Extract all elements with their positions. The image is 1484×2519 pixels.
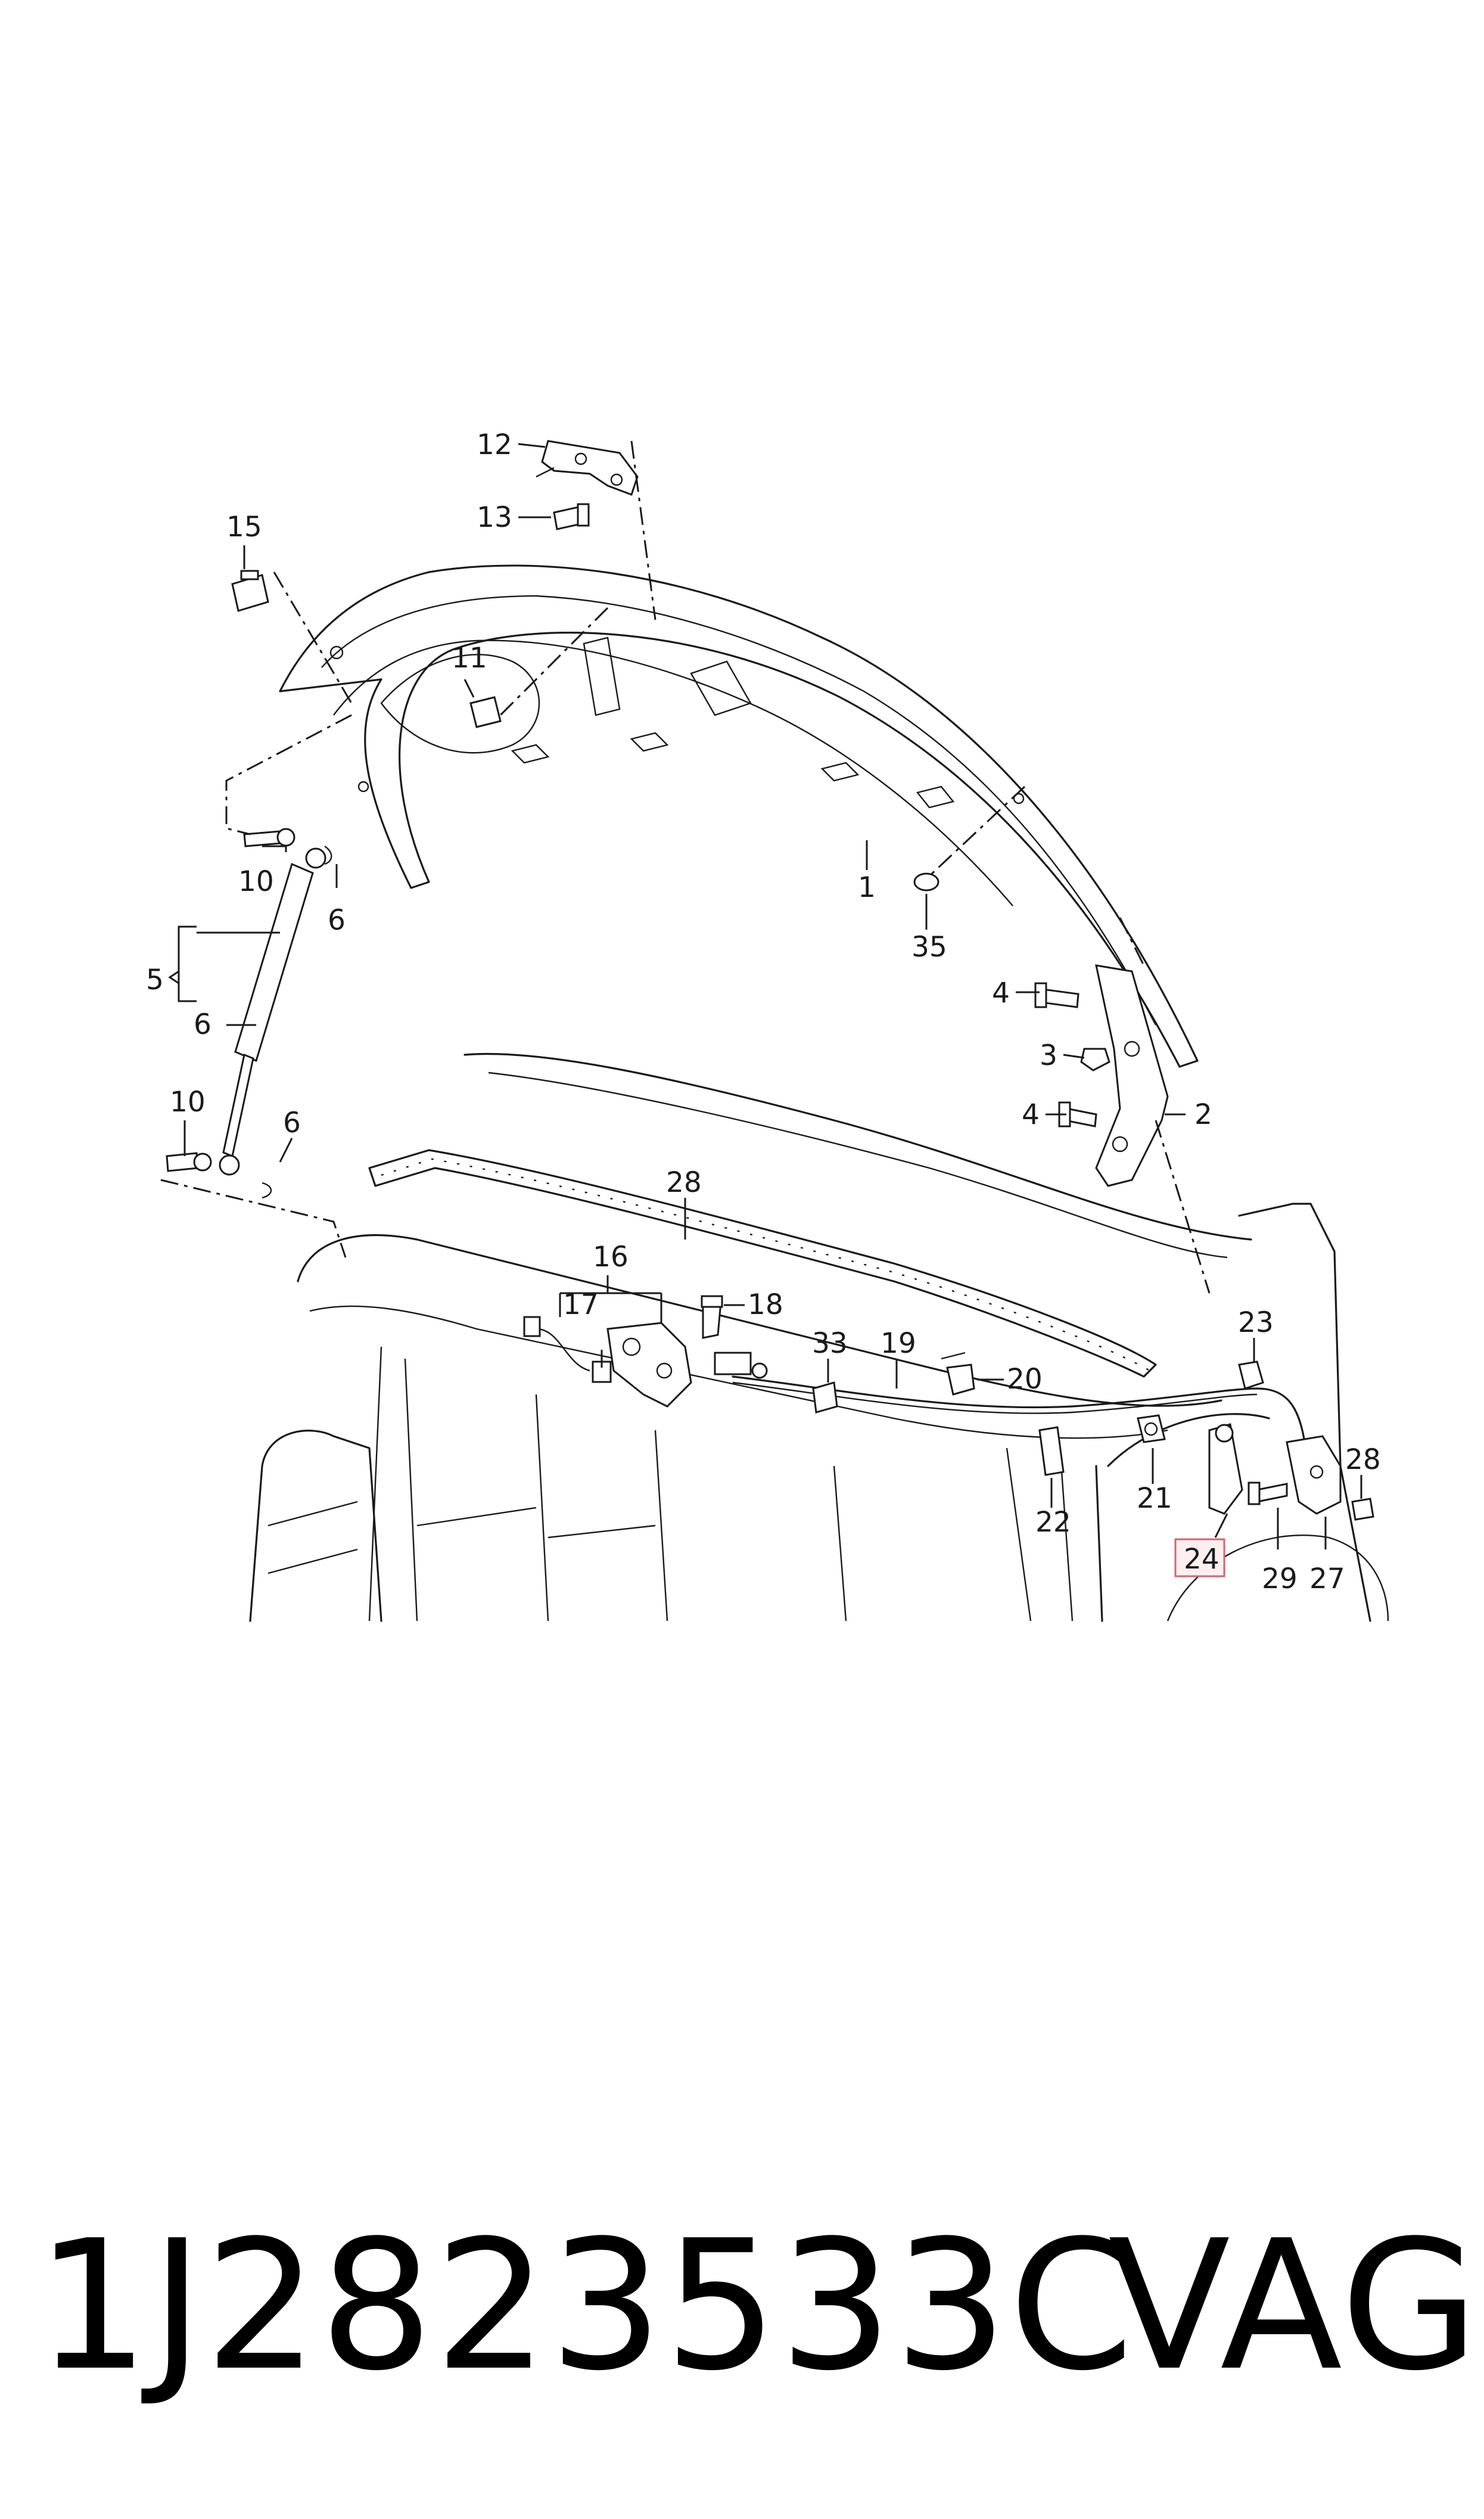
- cable-end: [714, 1352, 768, 1379]
- ball-stud: [243, 828, 295, 847]
- brand-name: VAG: [1108, 2202, 1480, 2410]
- callout-22: 22: [1035, 1506, 1071, 1539]
- callout-33: 28: [666, 1166, 702, 1199]
- clip: [1351, 1498, 1374, 1521]
- hood-lock: [523, 1316, 692, 1408]
- callout-labels: 12 13 15 11 1 35 4 3 4 2 10 6 5 6 10 6 2…: [146, 428, 1381, 1595]
- parts-diagram: 12 13 15 11 1 35 4 3 4 2 10 6 5 6 10 6 2…: [146, 428, 1389, 1622]
- body-structure: [249, 1052, 1389, 1622]
- callout-10a: 10: [238, 865, 274, 898]
- bolt: [553, 503, 590, 530]
- callout-18: 18: [748, 1288, 783, 1321]
- clamp: [1137, 1414, 1166, 1443]
- callout-3: 3: [1040, 1039, 1057, 1072]
- callout-24: 24: [1184, 1543, 1219, 1576]
- screw: [1247, 1481, 1288, 1505]
- callout-12: 12: [477, 428, 512, 461]
- callout-17: 17: [563, 1288, 599, 1321]
- callout-4a: 4: [992, 977, 1010, 1010]
- reference-lines: [160, 440, 1211, 1294]
- callout-6c: 6: [283, 1107, 301, 1139]
- callout-15: 15: [226, 511, 262, 543]
- highlight-box: [1174, 1538, 1225, 1577]
- cable-nipple: [1238, 1361, 1264, 1390]
- nut: [1080, 1048, 1110, 1071]
- ball-stud: [166, 1152, 212, 1172]
- release-handle: [1208, 1423, 1243, 1515]
- callout-28: 28: [1345, 1443, 1381, 1476]
- lock-bracket: [536, 440, 639, 496]
- callout-5: 5: [146, 964, 164, 996]
- callout-23: 23: [1238, 1306, 1274, 1339]
- callout-40: 33: [812, 1327, 848, 1360]
- callout-11: 11: [452, 642, 487, 675]
- screw: [701, 1295, 723, 1339]
- clip: [941, 1352, 975, 1396]
- part-number: 1J2823533C: [36, 2202, 1135, 2410]
- callout-27: 27: [1309, 1563, 1345, 1595]
- buffer: [469, 696, 502, 728]
- circlip: [324, 846, 332, 865]
- callout-2: 2: [1194, 1098, 1212, 1131]
- callout-21: 21: [1137, 1482, 1172, 1515]
- footer: 1J2823533C VAG: [0, 2193, 1484, 2419]
- leader-lines: [168, 443, 1362, 1549]
- hood-hinge: [1095, 964, 1169, 1187]
- callout-10b: 10: [170, 1086, 206, 1119]
- hood-panel: [279, 564, 1199, 1068]
- cable-clip: [812, 1381, 838, 1414]
- buffer: [231, 570, 269, 612]
- circlip: [262, 1182, 272, 1199]
- callout-29: 29: [1262, 1563, 1298, 1595]
- gas-strut: [219, 847, 326, 1176]
- callout-16: 16: [593, 1241, 629, 1274]
- bracket: [1038, 1426, 1065, 1476]
- callout-20: 20: [1007, 1363, 1043, 1396]
- handle-bracket: [1286, 1435, 1342, 1515]
- callout-4b: 4: [1022, 1098, 1040, 1131]
- grommet: [913, 872, 939, 892]
- seal-strip: [368, 1149, 1157, 1378]
- bolt: [1034, 982, 1079, 1008]
- callout-1: 1: [858, 871, 876, 904]
- callout-6b: 6: [194, 1008, 211, 1041]
- callout-13: 13: [477, 501, 512, 534]
- callout-35: 35: [911, 931, 947, 964]
- callout-6a: 6: [328, 904, 346, 937]
- callout-19: 19: [881, 1327, 916, 1360]
